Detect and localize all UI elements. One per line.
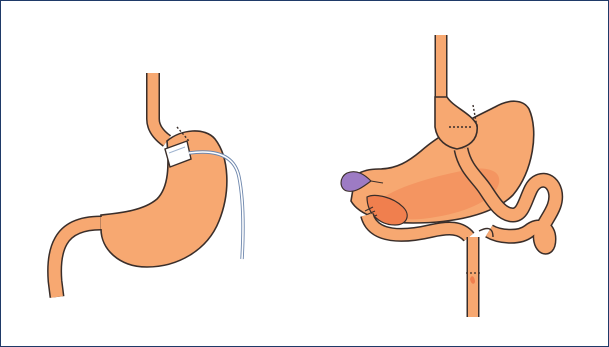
gastric-pouch (435, 97, 477, 149)
common-channel (466, 237, 480, 317)
panel-gastric-bypass (341, 35, 556, 317)
panel-gastric-band (55, 73, 243, 297)
